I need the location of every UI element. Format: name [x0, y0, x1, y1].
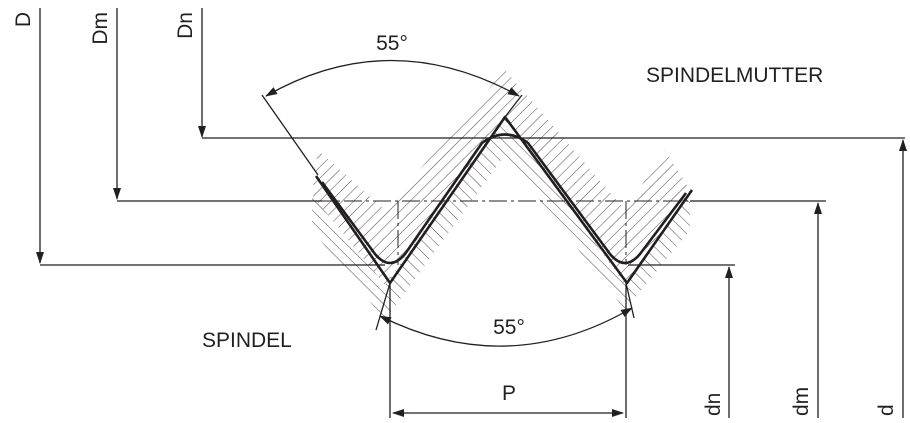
angle-top-arc [265, 59, 520, 97]
label-dn: dn [702, 393, 725, 416]
pitch-label: P [502, 382, 516, 405]
angle-bottom-label: 55° [493, 316, 525, 339]
label-D: D [12, 12, 35, 27]
nut-label: SPINDELMUTTER [646, 64, 823, 87]
angle-top-ext-right [504, 94, 523, 118]
spindle-label: SPINDEL [202, 329, 292, 352]
angle-top-label: 55° [376, 32, 408, 55]
angle-bottom-arc [379, 307, 633, 347]
nut-hatch-area [312, 70, 690, 285]
label-Dm: Dm [89, 12, 112, 45]
label-Dn: Dn [174, 12, 197, 39]
spindle-hatch-area [312, 115, 690, 320]
label-dm: dm [790, 387, 813, 416]
label-d: d [875, 404, 898, 416]
angle-bottom-ext-left [375, 282, 391, 331]
angle-top-ext-left [261, 94, 319, 176]
